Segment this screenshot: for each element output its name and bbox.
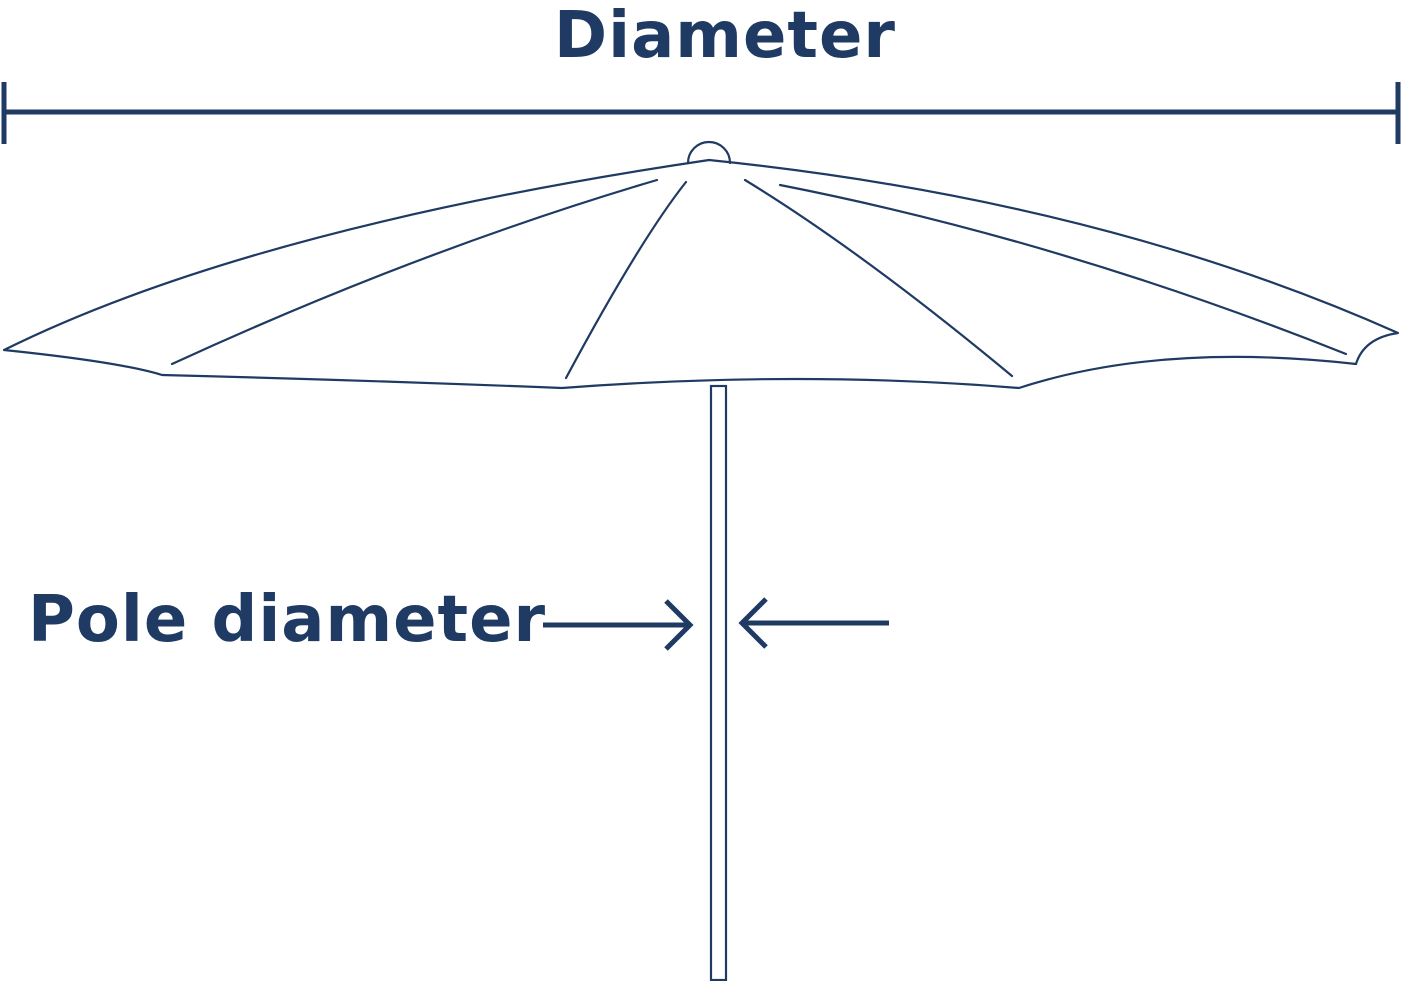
right-arrow-head: [738, 597, 768, 649]
pole-diameter-label: Pole diameter: [28, 583, 547, 657]
umbrella-pole: [709, 384, 728, 981]
canopy-rib-4: [778, 183, 1348, 356]
diameter-dimension-line: [1, 82, 1401, 144]
canopy-rib-2: [564, 180, 688, 380]
canopy-rib-1: [170, 178, 659, 366]
pole-diameter-arrows: [543, 597, 889, 651]
diameter-label: Diameter: [554, 0, 896, 73]
canopy-rib-3: [743, 178, 1014, 378]
left-arrow-head: [664, 599, 694, 651]
umbrella-finial: [686, 140, 732, 165]
umbrella-canopy: [2, 140, 1400, 390]
pole-shaft: [709, 384, 728, 981]
canopy-outline: [2, 158, 1400, 390]
